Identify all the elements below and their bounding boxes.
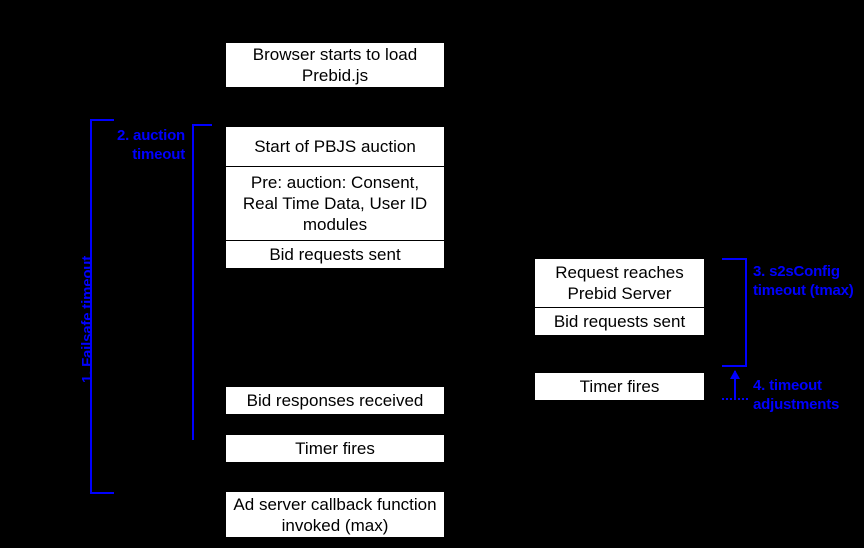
request-reaches-server-cell: Request reaches Prebid Server [535,259,704,307]
ad-server-callback-box: Ad server callback function invoked (max… [225,491,445,538]
server-timer-fires-label: Timer fires [579,377,660,396]
s2sconfig-bracket-bottom-arm [722,365,747,367]
pbjs-auction-stack: Start of PBJS auction Pre: auction: Cons… [225,126,445,269]
ad-server-callback-label: Ad server callback function invoked (max… [233,494,437,535]
timeout-adjustment-dotted-line [722,398,748,400]
failsafe-bracket-top-arm [90,119,114,121]
center-timer-fires-box: Timer fires [225,434,445,463]
server-bid-requests-sent-cell: Bid requests sent [535,307,704,335]
start-of-auction-label: Start of PBJS auction [254,137,416,156]
timeout-adjustments-label: 4. timeout adjustments [753,377,840,413]
failsafe-bracket-bottom-arm [90,492,114,494]
auction-bracket-vertical [192,124,194,440]
pre-auction-modules-label: Pre: auction: Consent, Real Time Data, U… [242,173,428,234]
browser-loads-prebid-box: Browser starts to load Prebid.js [225,42,445,88]
server-bid-requests-sent-label: Bid requests sent [553,312,686,331]
prebid-server-stack: Request reaches Prebid Server Bid reques… [534,258,705,336]
bid-requests-sent-cell: Bid requests sent [226,240,444,268]
bid-responses-received-label: Bid responses received [246,391,424,410]
auction-timeout-label: 2. auction timeout [116,127,185,163]
auction-bracket-top-arm [192,124,212,126]
start-of-auction-cell: Start of PBJS auction [226,127,444,166]
request-reaches-server-label: Request reaches Prebid Server [555,263,684,303]
server-timer-fires-box: Timer fires [534,372,705,401]
center-timer-fires-label: Timer fires [295,439,375,458]
bid-requests-sent-label: Bid requests sent [269,245,401,264]
pre-auction-modules-cell: Pre: auction: Consent, Real Time Data, U… [226,166,444,240]
s2sconfig-bracket-vertical [745,258,747,367]
bid-responses-received-box: Bid responses received [225,386,445,415]
s2sconfig-bracket-top-arm [722,258,747,260]
failsafe-bracket-vertical [90,119,92,494]
timeout-adjustment-arrow-icon [730,370,740,398]
failsafe-timeout-label: 1. Failsafe timeout [79,255,96,383]
s2sconfig-timeout-label: 3. s2sConfig timeout (tmax) [753,263,854,299]
browser-loads-prebid-label: Browser starts to load Prebid.js [252,45,418,85]
